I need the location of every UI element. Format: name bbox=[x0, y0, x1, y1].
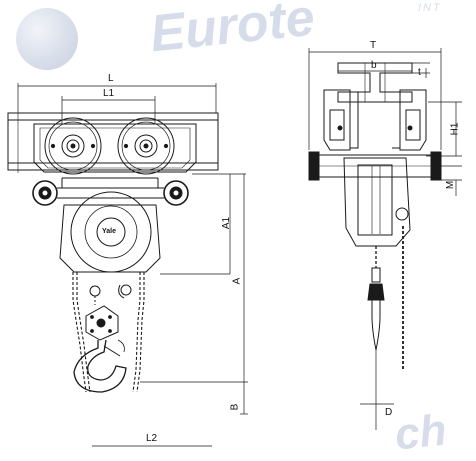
load-chain bbox=[89, 284, 132, 305]
side-view bbox=[308, 62, 442, 370]
dim-label-D: D bbox=[385, 407, 393, 418]
dim-label-L2: L2 bbox=[146, 433, 158, 444]
hoist-body bbox=[59, 204, 161, 273]
side-dimensions bbox=[308, 48, 462, 430]
side-plate-left bbox=[323, 89, 351, 151]
watermark-text-top-small: INT bbox=[418, 2, 442, 14]
beam-flange bbox=[7, 112, 219, 171]
watermark-globe-icon bbox=[16, 8, 78, 70]
dim-label-b: b bbox=[371, 60, 377, 71]
dim-label-M: M bbox=[445, 180, 457, 190]
hoist-trolley-drawing bbox=[7, 48, 462, 447]
trolley-side-plate bbox=[33, 123, 197, 173]
dim-label-L1: L1 bbox=[103, 88, 115, 99]
load-hook bbox=[73, 339, 127, 393]
bottom-block bbox=[85, 305, 119, 341]
suspension-bolt-left bbox=[32, 180, 58, 206]
side-plate-right bbox=[399, 89, 427, 151]
trolley-wheel-right bbox=[117, 117, 175, 175]
dim-label-T: T bbox=[370, 40, 377, 51]
dim-label-t: t bbox=[418, 67, 421, 78]
dim-label-A1: A1 bbox=[221, 216, 233, 230]
load-chain-side bbox=[367, 246, 385, 351]
dim-label-H1: H1 bbox=[449, 122, 461, 136]
hoist-body-side bbox=[343, 157, 411, 247]
hand-chain-left bbox=[72, 272, 91, 393]
hoist-brand-label: Yale bbox=[102, 228, 117, 235]
dim-label-B: B bbox=[229, 403, 241, 411]
dim-label-L: L bbox=[108, 73, 114, 84]
hoist-hand-wheel bbox=[70, 191, 152, 273]
suspension-bolt-right bbox=[163, 180, 189, 206]
hand-chain-right bbox=[132, 272, 145, 393]
front-dimensions bbox=[17, 83, 248, 447]
front-view bbox=[7, 112, 219, 393]
trolley-wheel-left bbox=[44, 117, 102, 175]
dim-label-A: A bbox=[231, 277, 243, 285]
